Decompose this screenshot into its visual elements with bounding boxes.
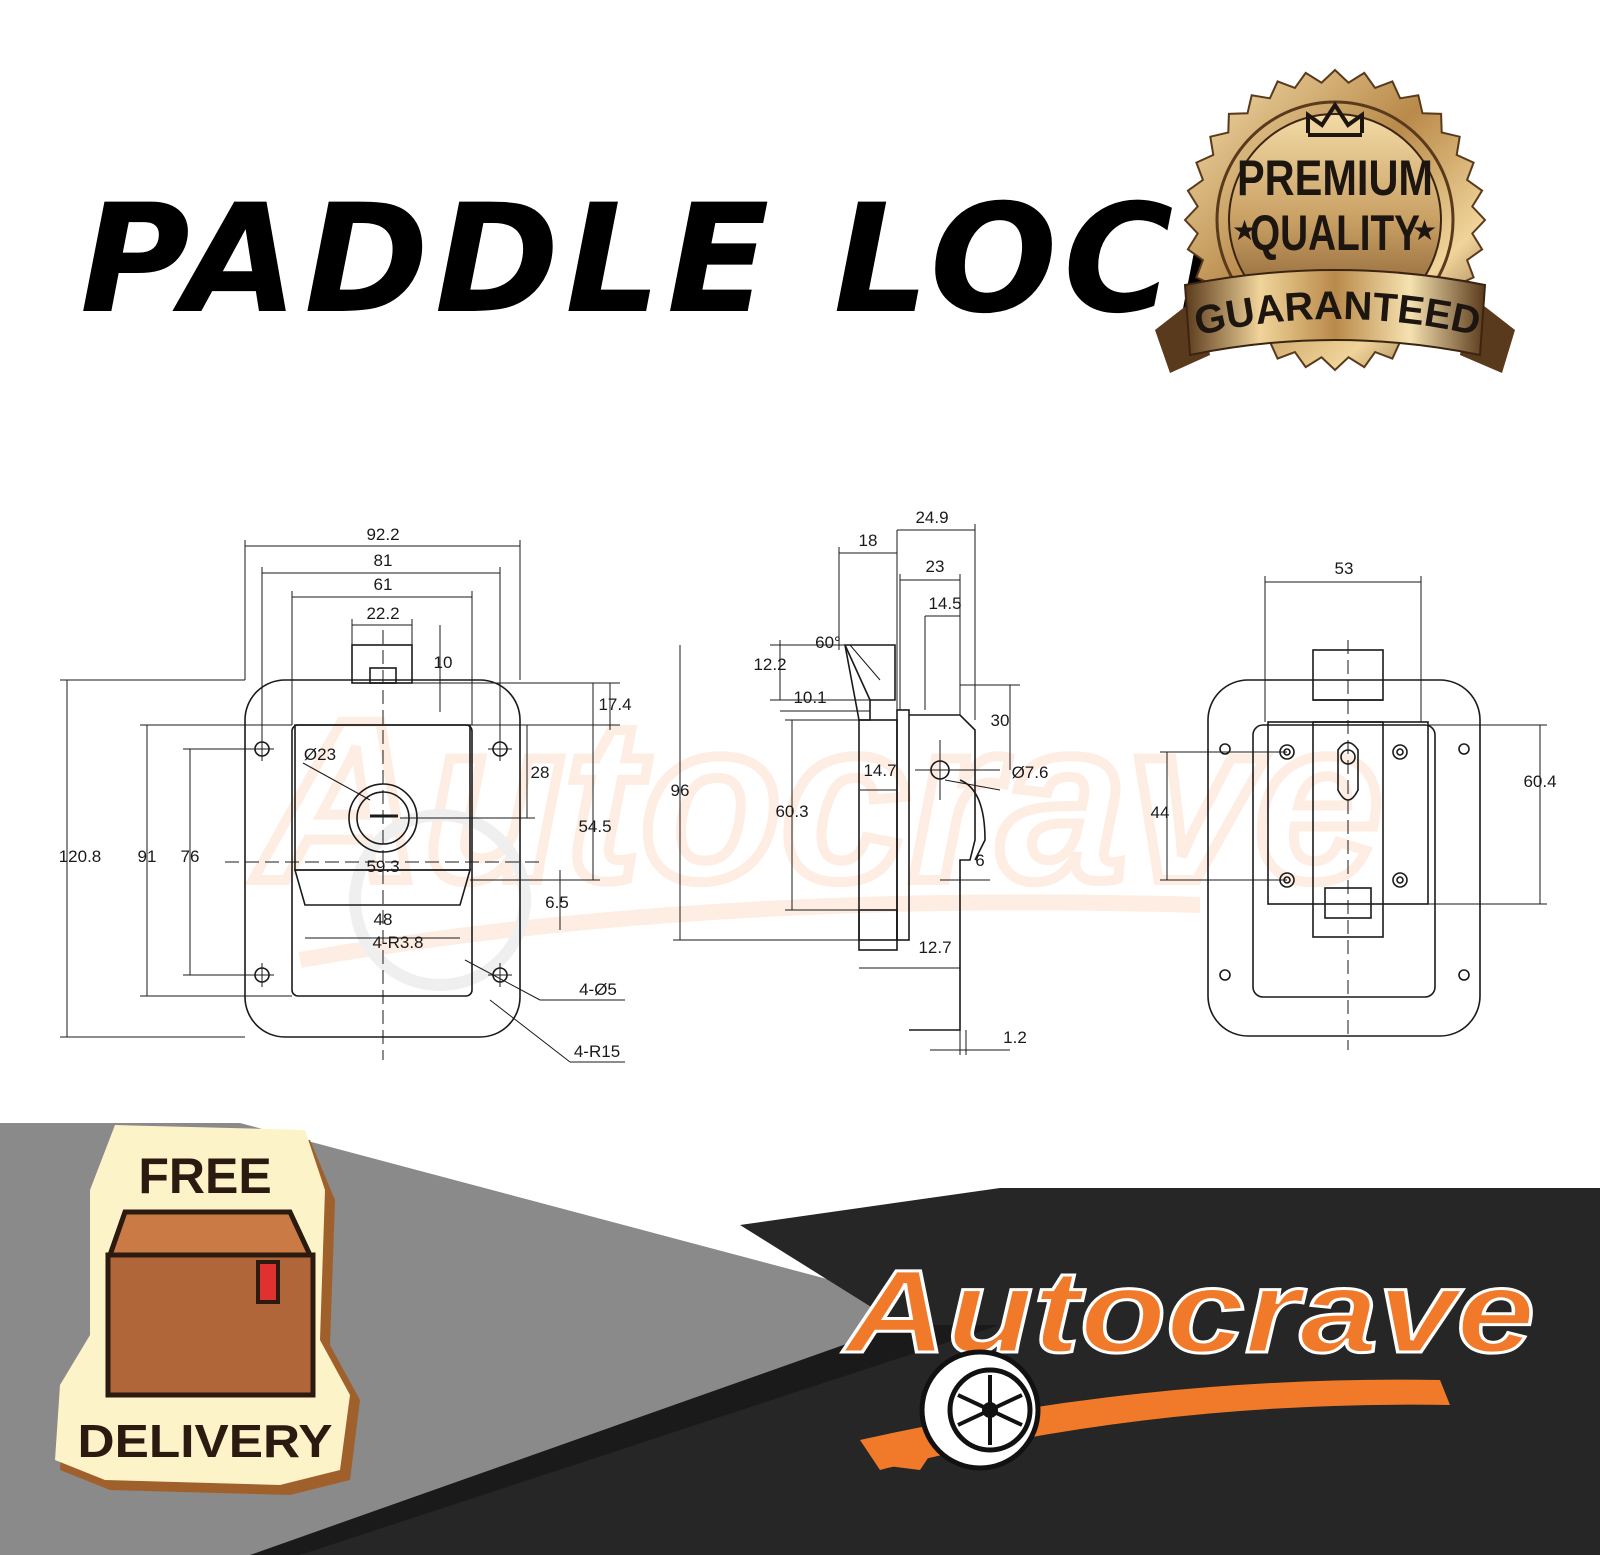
- front-dimension-label: 91: [138, 847, 157, 866]
- page-title: PADDLE LOCK: [80, 173, 1302, 347]
- front-dimension-label: 6.5: [545, 893, 569, 912]
- front-dimension-label: 4-R15: [574, 1042, 620, 1061]
- star-icon: ★: [1232, 215, 1257, 246]
- box-icon: [105, 1209, 316, 1398]
- side-dimension-label: 12.7: [918, 938, 951, 957]
- side-dimension-label: 24.9: [915, 508, 948, 527]
- tire-icon: [919, 1349, 1041, 1471]
- back-dimension-label: 53: [1335, 559, 1354, 578]
- front-dimension-label: 10: [434, 653, 453, 672]
- front-dimension-label: 54.5: [578, 817, 611, 836]
- star-icon: ★: [1412, 215, 1437, 246]
- front-dimension-label: 4-R3.8: [372, 933, 423, 952]
- front-view: [60, 540, 625, 1063]
- back-view: [1160, 576, 1547, 1050]
- side-dimension-label: 60°: [815, 633, 841, 652]
- front-dimension-label: 61: [374, 575, 393, 594]
- side-dimension-label: 60.3: [775, 802, 808, 821]
- brand-name: Autocrave: [841, 1246, 1535, 1378]
- side-dimension-label: 23: [926, 557, 945, 576]
- front-dimension-label: 59.3: [366, 857, 399, 876]
- autocrave-logo: Autocrave: [840, 1245, 1537, 1471]
- front-dimension-label: 76: [181, 847, 200, 866]
- side-dimension-label: 6: [975, 851, 984, 870]
- front-dimension-label: 28: [531, 763, 550, 782]
- crown-icon: [1306, 101, 1364, 137]
- front-dimension-label: 81: [374, 551, 393, 570]
- front-dimension-label: 48: [374, 910, 393, 929]
- side-dimension-label: 30: [991, 711, 1010, 730]
- back-dimension-label: 60.4: [1523, 772, 1556, 791]
- side-dimension-label: 1.2: [1003, 1028, 1027, 1047]
- side-dimension-label: 10.1: [793, 688, 826, 707]
- front-dimension-label: 120.8: [59, 847, 102, 866]
- free-delivery-sticker: FREE DELIVERY: [55, 1125, 360, 1495]
- side-dimension-label: 12.2: [753, 655, 786, 674]
- front-dimension-label: 22.2: [366, 604, 399, 623]
- side-dimension-label: 18: [859, 531, 878, 550]
- side-dimension-label: Ø7.6: [1012, 763, 1049, 782]
- badge-line1: PREMIUM: [1237, 150, 1433, 206]
- dimension-labels: 92.2 81 61 22.2 10 17.4 28 54.5 Ø23 59.3 6.5 48 4-R3…: [59, 508, 1557, 1061]
- free-label: FREE: [138, 1148, 271, 1204]
- premium-quality-badge: PREMIUM QUALITY ★ ★ GUARANTEED: [1155, 68, 1515, 373]
- technical-drawing: Autocrave: [59, 508, 1557, 1063]
- back-dimension-label: 44: [1151, 803, 1170, 822]
- front-dimension-label: 92.2: [366, 525, 399, 544]
- delivery-label: DELIVERY: [78, 1415, 333, 1467]
- footer-banner: FREE DELIVERY Autocrave: [0, 1123, 1600, 1555]
- front-dimension-label: Ø23: [304, 745, 336, 764]
- side-view: [673, 524, 1020, 1055]
- side-dimension-label: 96: [671, 781, 690, 800]
- front-dimension-label: 17.4: [598, 695, 631, 714]
- front-dimension-label: 4-Ø5: [579, 980, 617, 999]
- badge-ribbon: [1183, 269, 1487, 357]
- side-dimension-label: 14.5: [928, 594, 961, 613]
- side-dimension-label: 14.7: [863, 761, 896, 780]
- badge-line2: QUALITY: [1250, 205, 1420, 261]
